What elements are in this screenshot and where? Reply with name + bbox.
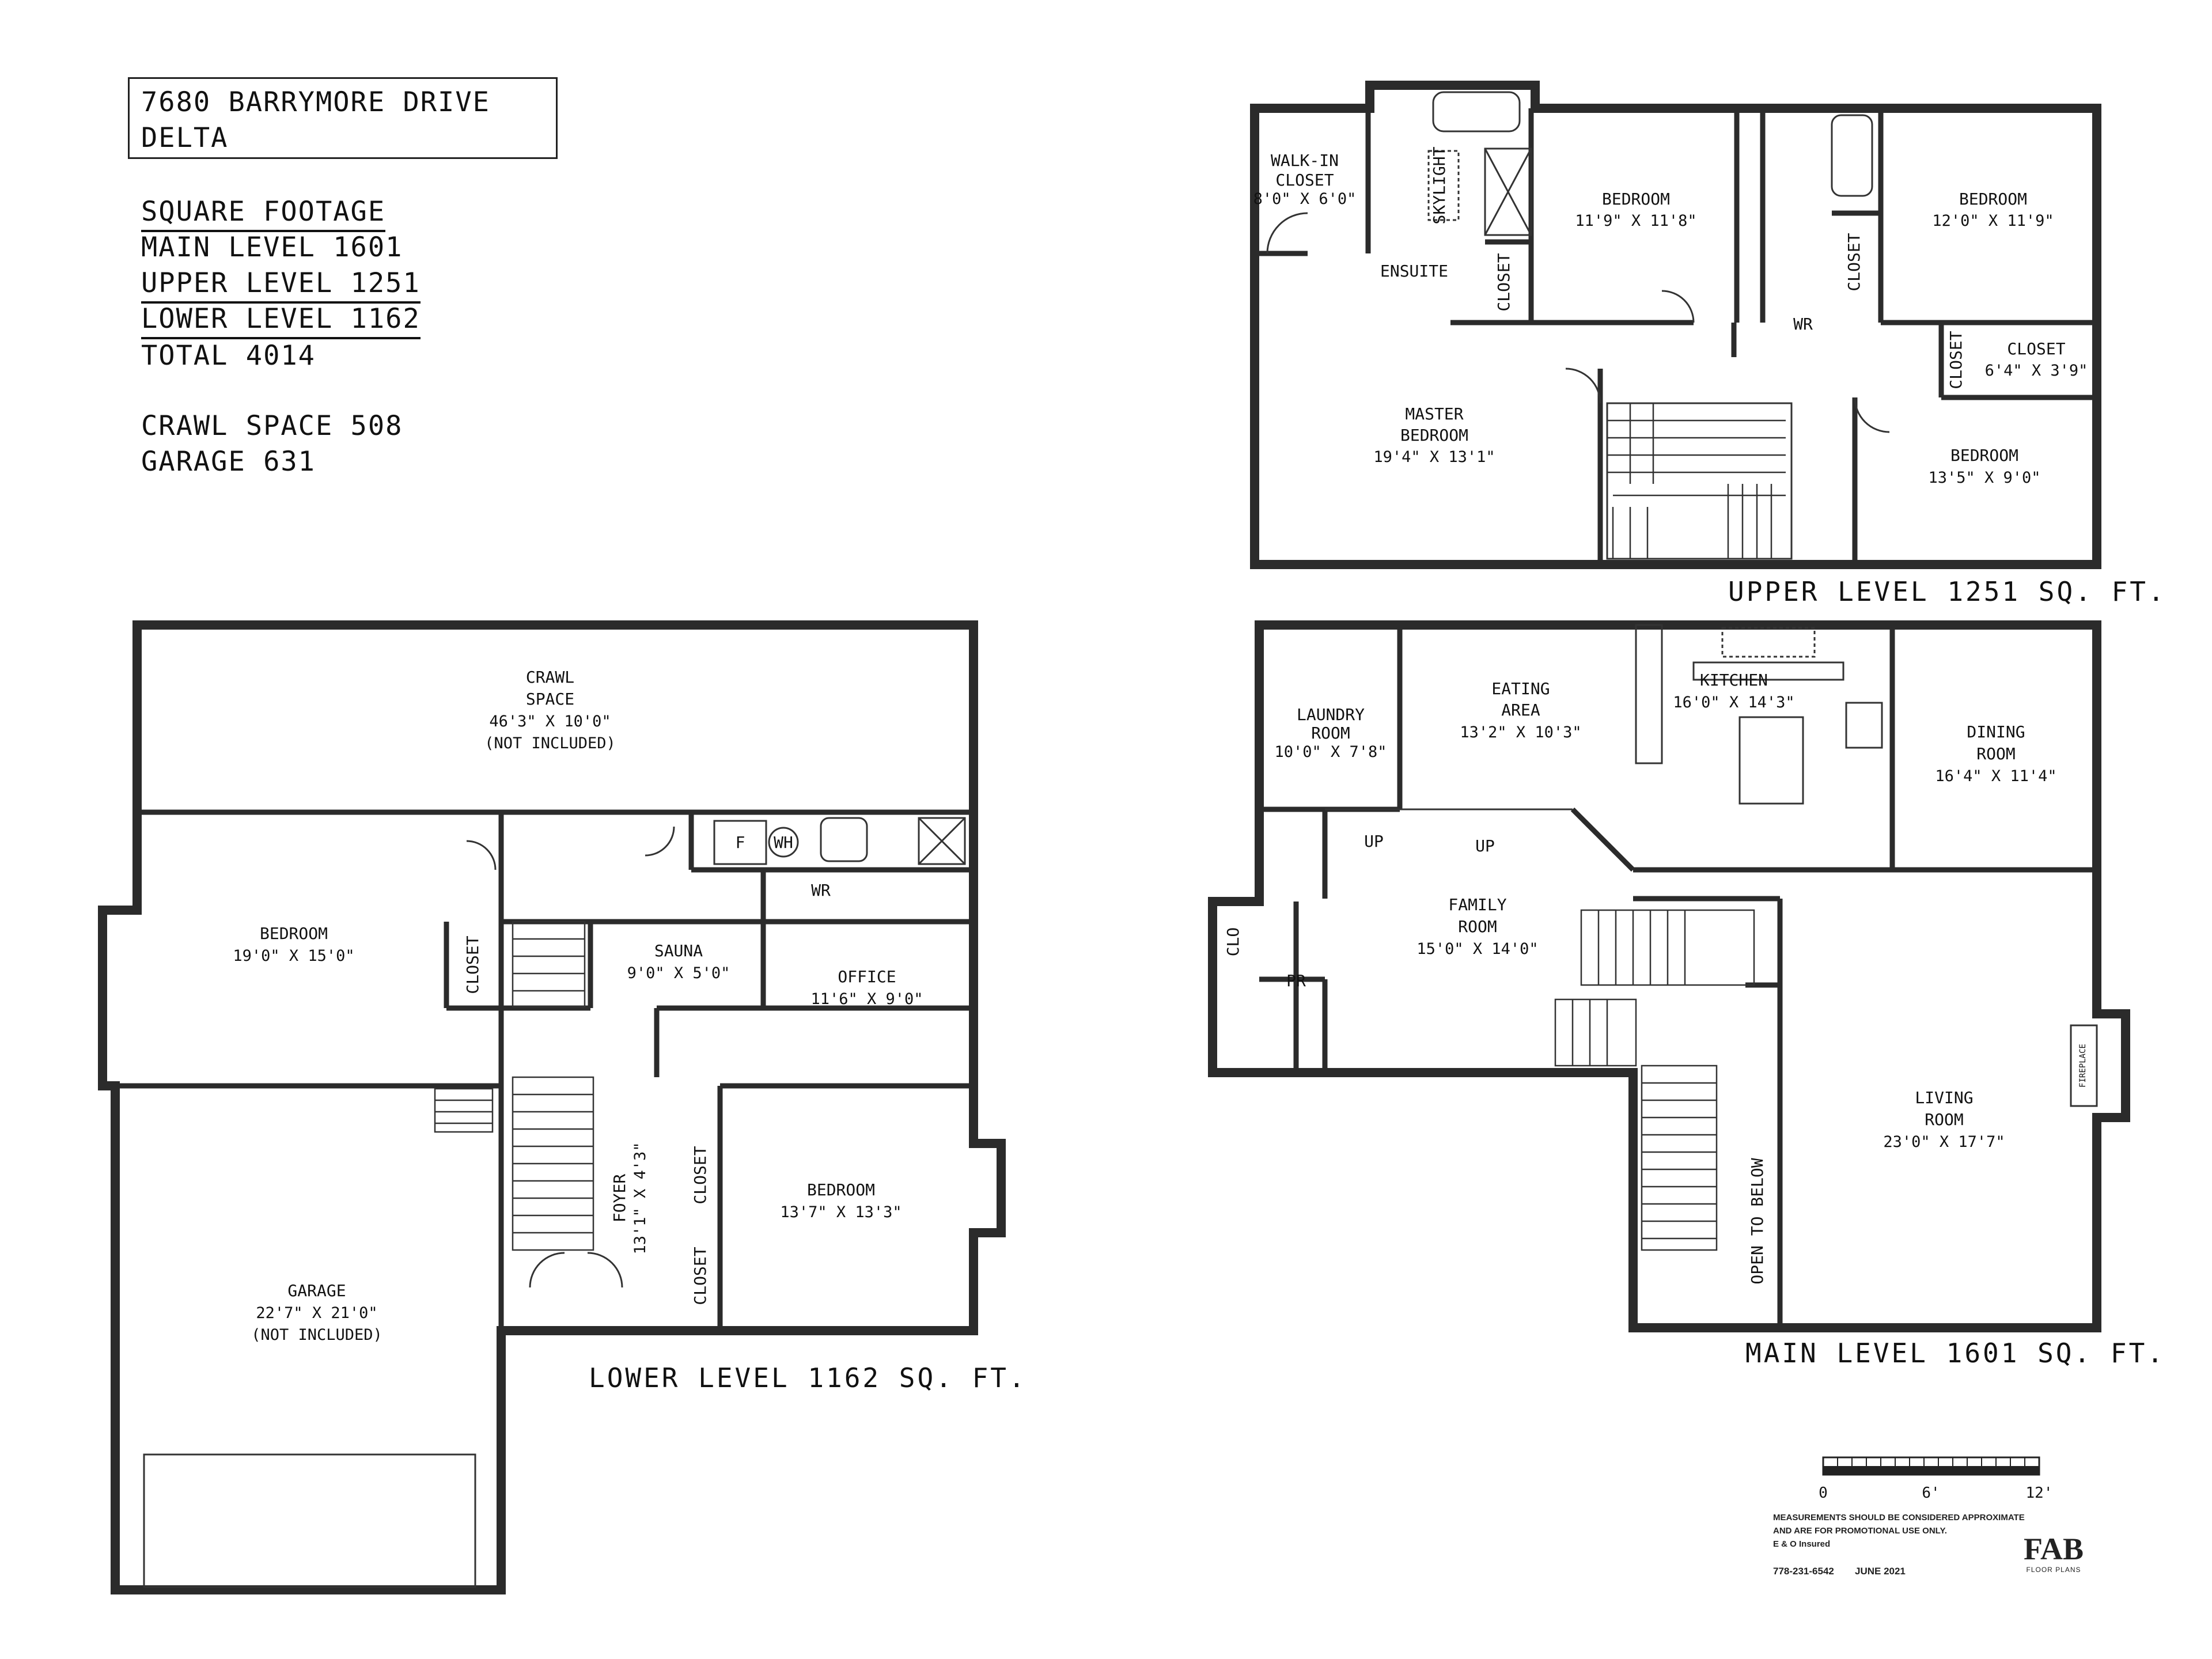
living-label-2: ROOM xyxy=(1925,1110,1963,1129)
lower-level-title: LOWER LEVEL 1162 SQ. FT. xyxy=(589,1362,1027,1393)
lower-bed1-dim: 19'0" X 15'0" xyxy=(233,947,354,965)
fab-logo: FAB FLOOR PLANS xyxy=(2019,1532,2088,1584)
sauna-dim: 9'0" X 5'0" xyxy=(627,964,730,982)
footer-date: JUNE 2021 xyxy=(1855,1566,1906,1577)
lower-bed2-label: BEDROOM xyxy=(807,1180,875,1199)
lower-closet-3: CLOSET xyxy=(691,1247,710,1305)
address-box xyxy=(128,77,558,159)
eating-dim: 13'2" X 10'3" xyxy=(1460,724,1581,741)
foyer-dim: 13'1" X 4'3" xyxy=(631,1142,649,1254)
upper-level-plan: WALK-IN CLOSET 8'0" X 6'0" SKYLIGHT ENSU… xyxy=(1250,81,2101,569)
water-heater-label: WH xyxy=(774,833,793,852)
crawl-sqft: CRAWL SPACE 508 xyxy=(141,410,403,442)
disclaimer-line-1: MEASUREMENTS SHOULD BE CONSIDERED APPROX… xyxy=(1773,1513,2025,1522)
sqft-title: SQUARE FOOTAGE xyxy=(141,196,386,232)
upper-wr-label: WR xyxy=(1793,315,1813,334)
crawl-label: CRAWL xyxy=(526,668,574,687)
total-sqft: TOTAL 4014 xyxy=(141,340,316,372)
living-dim: 23'0" X 17'7" xyxy=(1883,1133,2005,1151)
laundry-label: LAUNDRY xyxy=(1297,705,1365,724)
scale-tick-0: 0 xyxy=(1819,1484,1828,1502)
office-label: OFFICE xyxy=(838,967,896,986)
upper-bed3-label: BEDROOM xyxy=(1950,446,2018,465)
family-label: FAMILY xyxy=(1448,895,1506,914)
upper-level-sqft: UPPER LEVEL 1251 xyxy=(141,267,421,304)
crawl-note: (NOT INCLUDED) xyxy=(484,734,616,752)
foyer-label: FOYER xyxy=(610,1174,629,1222)
upper-bed2-label: BEDROOM xyxy=(1959,190,2027,209)
lower-bed2-dim: 13'7" X 13'3" xyxy=(780,1203,902,1221)
main-level-title: MAIN LEVEL 1601 SQ. FT. xyxy=(1745,1338,2165,1369)
office-dim: 11'6" X 9'0" xyxy=(810,990,923,1008)
upper-exterior-wall xyxy=(1250,81,2101,569)
eating-label-2: AREA xyxy=(1501,700,1540,719)
disclaimer-line-2: AND ARE FOR PROMOTIONAL USE ONLY. xyxy=(1773,1526,1947,1536)
family-dim: 15'0" X 14'0" xyxy=(1416,940,1538,958)
upper-level-title: UPPER LEVEL 1251 SQ. FT. xyxy=(1728,576,2166,607)
garage-label: GARAGE xyxy=(287,1281,346,1300)
walkin-label-2: CLOSET xyxy=(1275,171,1334,190)
lower-closet-1: CLOSET xyxy=(463,935,482,994)
dining-label: DINING xyxy=(1967,722,2025,741)
lower-exterior-wall xyxy=(98,620,1006,1594)
upper-closet-2: CLOSET xyxy=(1844,233,1863,291)
kitchen-label: KITCHEN xyxy=(1700,671,1768,690)
upper-closet-4-dim: 6'4" X 3'9" xyxy=(1985,362,2088,380)
address-line-1: 7680 BARRYMORE DRIVE xyxy=(141,86,490,118)
upper-bed1-label: BEDROOM xyxy=(1602,190,1670,209)
address-line-2: DELTA xyxy=(141,122,229,154)
upper-closet-4: CLOSET xyxy=(2007,339,2065,358)
walkin-label: WALK-IN xyxy=(1271,151,1339,170)
upper-closet-1: CLOSET xyxy=(1494,253,1513,311)
lower-level-sqft: LOWER LEVEL 1162 xyxy=(141,303,421,339)
upper-bed3-dim: 13'5" X 9'0" xyxy=(1928,469,2040,487)
upper-bed1-dim: 11'9" X 11'8" xyxy=(1575,212,1696,230)
furnace-label: F xyxy=(736,833,745,852)
garage-sqft: GARAGE 631 xyxy=(141,446,316,478)
living-label: LIVING xyxy=(1915,1088,1973,1107)
dining-dim: 16'4" X 11'4" xyxy=(1935,767,2056,785)
open-to-below-label: OPEN TO BELOW xyxy=(1748,1158,1767,1284)
laundry-dim: 10'0" X 7'8" xyxy=(1274,743,1387,761)
lower-closet-2: CLOSET xyxy=(691,1146,710,1204)
footer-phone: 778-231-6542 xyxy=(1773,1566,1834,1577)
eating-label: EATING xyxy=(1491,679,1550,698)
crawl-label-2: SPACE xyxy=(526,690,574,709)
master-label: MASTER xyxy=(1405,404,1463,423)
laundry-label-2: ROOM xyxy=(1311,724,1350,743)
fireplace-label: FIREPLACE xyxy=(2078,1044,2088,1088)
lower-bed1-label: BEDROOM xyxy=(260,924,328,943)
walkin-dim: 8'0" X 6'0" xyxy=(1253,190,1357,208)
sauna-label: SAUNA xyxy=(654,941,703,960)
lower-wr-label: WR xyxy=(811,881,831,900)
clo-label: CLO xyxy=(1224,927,1243,957)
upper-bed2-dim: 12'0" X 11'9" xyxy=(1932,212,2054,230)
disclaimer-line-3: E & O Insured xyxy=(1773,1539,1831,1549)
up-label-2: UP xyxy=(1475,836,1495,855)
scale-tick-12: 12' xyxy=(2026,1484,2053,1502)
up-label-1: UP xyxy=(1364,832,1384,851)
main-level-sqft: MAIN LEVEL 1601 xyxy=(141,232,403,263)
garage-dim: 22'7" X 21'0" xyxy=(256,1304,377,1322)
kitchen-dim: 16'0" X 14'3" xyxy=(1673,694,1794,711)
garage-note: (NOT INCLUDED) xyxy=(251,1326,382,1344)
main-level-plan: LAUNDRY ROOM 10'0" X 7'8" EATING AREA 13… xyxy=(1208,620,2130,1332)
pr-label: PR xyxy=(1286,971,1306,990)
fab-logo-text: FAB xyxy=(2024,1532,2084,1566)
fab-logo-sub: FLOOR PLANS xyxy=(2026,1566,2081,1574)
ensuite-label: ENSUITE xyxy=(1380,262,1448,281)
master-dim: 19'4" X 13'1" xyxy=(1373,448,1495,466)
skylight-label: SKYLIGHT xyxy=(1430,146,1449,224)
upper-closet-3: CLOSET xyxy=(1946,331,1965,389)
lower-level-plan: CRAWL SPACE 46'3" X 10'0" (NOT INCLUDED)… xyxy=(98,620,1006,1594)
crawl-dim: 46'3" X 10'0" xyxy=(489,713,611,730)
family-label-2: ROOM xyxy=(1458,917,1497,936)
dining-label-2: ROOM xyxy=(1976,744,2015,763)
main-exterior-wall xyxy=(1208,620,2130,1332)
master-label-2: BEDROOM xyxy=(1400,426,1468,445)
scale-bar: 0 6' 12' xyxy=(1819,1456,2053,1502)
scale-tick-6: 6' xyxy=(1922,1484,1940,1502)
